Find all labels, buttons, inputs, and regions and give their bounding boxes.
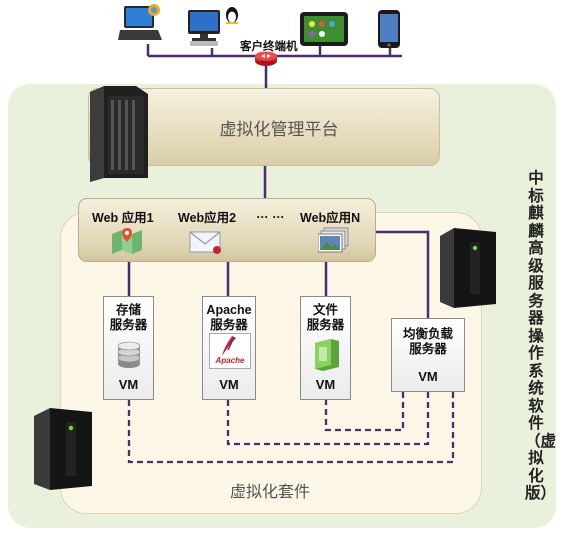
file-server-title-line1: 文件 <box>312 303 338 317</box>
apache-server-title-line2: 服务器 <box>210 318 248 332</box>
file-vm-label: VM <box>315 377 336 392</box>
storage-server-vm: 存储 服务器 VM <box>103 296 154 400</box>
photo-stack-icon <box>317 226 350 259</box>
balancer-to-apache-dashed <box>226 392 430 446</box>
map-pin-icon <box>110 226 144 259</box>
smartphone-icon <box>378 10 400 53</box>
web-app-2-label: Web应用2 <box>178 211 237 225</box>
web-app-1-label: Web 应用1 <box>92 211 154 225</box>
file-server-title-line2: 服务器 <box>306 318 345 332</box>
virtualization-suite-label: 虚拟化套件 <box>230 484 311 501</box>
folder-icon <box>313 339 341 376</box>
apache-vm-label: VM <box>219 377 239 392</box>
load-balancer-title-line1: 均衡负载 <box>402 327 453 341</box>
storage-server-title-line2: 服务器 <box>109 318 148 332</box>
mail-envelope-icon <box>188 228 224 261</box>
router-icon <box>254 51 278 72</box>
balancer-to-storage-dashed <box>127 392 455 464</box>
linux-tux-icon <box>224 4 240 29</box>
right-tower-server-icon <box>440 228 500 313</box>
management-server-icon <box>90 86 150 187</box>
load-balancer-vm-label: VM <box>418 369 438 384</box>
database-icon <box>116 341 142 374</box>
laptop-icon <box>118 4 162 49</box>
web-app-ellipsis-label: … … <box>256 207 285 221</box>
apache-server-vm: Apache 服务器 Apache VM <box>202 296 256 400</box>
storage-vm-label: VM <box>118 377 139 392</box>
os-product-side-label: 中标麒麟高级服务器操作系统软件（虚拟化版） <box>525 170 557 502</box>
balancer-to-file-dashed <box>324 392 405 432</box>
apps-to-balancer-line <box>376 230 430 318</box>
tablet-icon <box>300 12 348 53</box>
load-balancer-server-vm: 均衡负载 服务器 VM <box>391 318 465 392</box>
apache-logo-icon: Apache <box>209 333 251 369</box>
client-terminal-label: 客户终端机 <box>240 41 298 53</box>
web-app-n-label: Web应用N <box>300 211 361 225</box>
file-server-vm: 文件 服务器 VM <box>300 296 351 400</box>
apache-logo-text: Apache <box>215 356 245 365</box>
desktop-pc-icon <box>186 8 236 53</box>
load-balancer-title-line2: 服务器 <box>409 342 447 356</box>
storage-server-title-line1: 存储 <box>115 303 141 317</box>
management-platform-label: 虚拟化管理平台 <box>219 119 339 139</box>
apache-server-title-line1: Apache <box>206 303 252 317</box>
left-tower-server-icon <box>34 408 94 495</box>
